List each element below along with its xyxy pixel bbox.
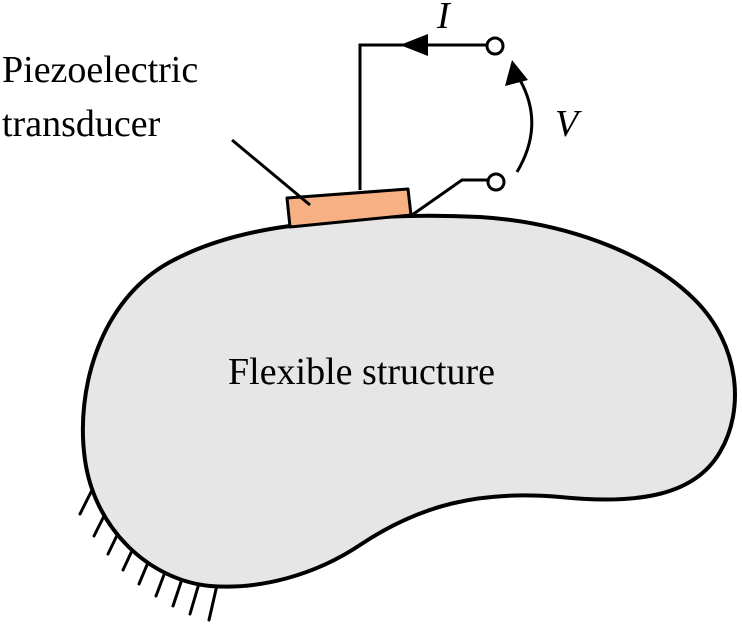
lower-wire bbox=[411, 178, 488, 217]
upper-terminal bbox=[485, 36, 505, 56]
voltage-arc bbox=[515, 79, 534, 173]
voltage-arrow-icon bbox=[505, 60, 528, 86]
hatch-mark bbox=[78, 486, 95, 516]
current-label: I bbox=[436, 0, 452, 37]
transducer-leader-line bbox=[231, 138, 311, 207]
current-arrow-icon bbox=[400, 34, 428, 56]
lower-terminal bbox=[486, 172, 506, 192]
transducer-label-line1: Piezoelectric bbox=[2, 49, 198, 91]
transducer-label-line2: transducer bbox=[2, 103, 161, 145]
structure-label: Flexible structure bbox=[228, 351, 495, 393]
piezo-transducer-patch bbox=[285, 187, 413, 229]
voltage-label: V bbox=[555, 103, 582, 145]
upper-wire bbox=[358, 43, 487, 190]
flexible-structure-shape bbox=[80, 213, 737, 589]
hatch-mark bbox=[207, 583, 219, 622]
